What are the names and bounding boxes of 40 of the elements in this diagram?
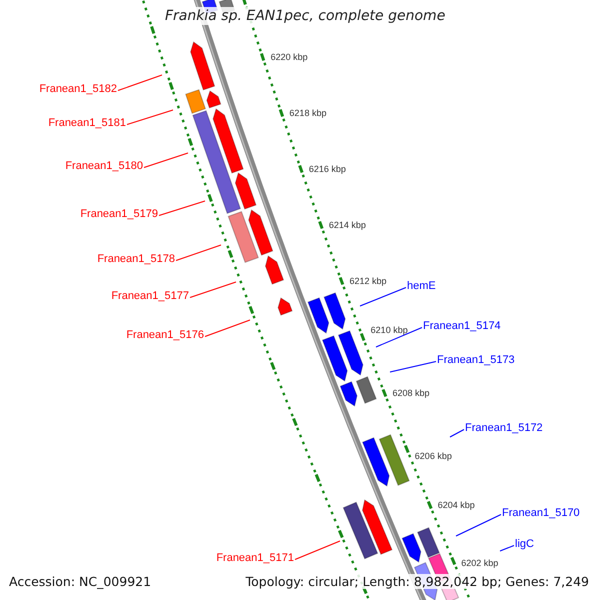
gene-label: Franean1_5173 [437,354,515,367]
gene-label: Franean1_5178 [97,253,175,266]
gene-label: Franean1_5179 [80,208,158,221]
gene-label: ligC [515,538,534,551]
accession-text: Accession: NC_009921 [8,574,152,589]
leader-line [294,540,340,560]
kbp-position-label: 6206 kbp [414,451,452,462]
gene-label: Franean1_5177 [111,290,189,303]
leader-line [126,110,174,125]
leader-line [158,200,206,216]
gene-label: Franean1_5176 [126,329,204,342]
leader-line [176,244,222,261]
gene-label: Franean1_5170 [502,507,580,520]
kbp-position-label: 6218 kbp [289,108,326,119]
gene-label: Franean1_5172 [465,422,543,435]
leader-line [450,429,464,438]
gene-label: Franean1_5180 [65,160,143,173]
leader-line [376,327,422,348]
leader-line [500,545,514,552]
genome-stats-text: Topology: circular; Length: 8,982,042 bp; Genes: 7,249 [244,574,590,589]
leader-line [204,320,250,337]
gene-label: Franean1_5174 [423,320,501,333]
kbp-position-label: 6208 kbp [392,388,430,399]
gene-label: Franean1_5182 [39,83,117,96]
leader-line [144,152,188,168]
leader-line [118,74,162,91]
leader-line [456,514,502,536]
kbp-position-label: 6212 kbp [349,276,387,287]
gene-label: hemE [407,280,436,293]
kbp-position-label: 6210 kbp [370,325,408,336]
leader-line [360,287,406,306]
kbp-position-label: 6220 kbp [270,52,308,63]
kbp-position-label: 6202 kbp [461,558,498,569]
gene-label: Franean1_5181 [48,117,126,130]
leader-line [190,282,236,298]
kbp-position-label: 6204 kbp [438,500,475,511]
kbp-position-label: 6214 kbp [328,220,366,231]
leader-line [390,361,436,372]
gene-label: Franean1_5171 [216,552,294,565]
kbp-position-label: 6216 kbp [308,164,346,175]
